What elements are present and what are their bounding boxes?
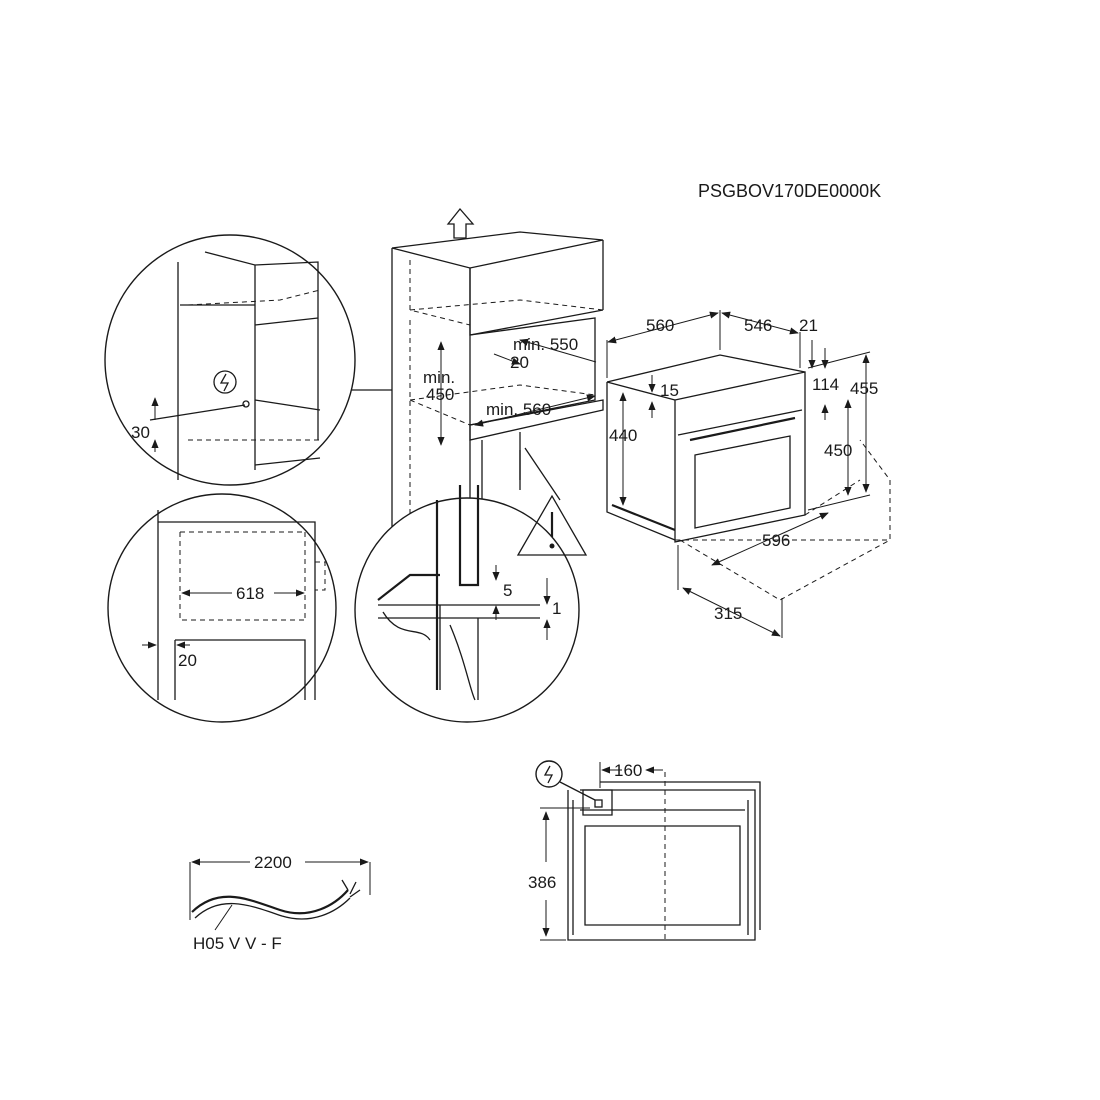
oven-door-gap-label: 15 xyxy=(660,381,679,400)
cabinet-width-label: 618 xyxy=(236,584,264,603)
callout-warning xyxy=(519,447,561,501)
lightning-icon xyxy=(219,373,230,392)
rear-electric-socket-icon xyxy=(535,760,563,788)
oven-width-label: 596 xyxy=(762,531,790,550)
cabinet-drawing: min. 450 min. 550 20 min. 560 xyxy=(391,231,604,530)
cabinet-offset-label: 20 xyxy=(178,651,197,670)
socket-height-label: 30 xyxy=(131,423,150,442)
detail-warning-circle: 5 1 xyxy=(354,485,588,723)
oven-depth-body-label: 546 xyxy=(744,316,772,335)
warning-offset-label: 1 xyxy=(552,599,561,618)
rear-lightning-icon xyxy=(543,765,554,784)
oven-body-height-label: 440 xyxy=(609,426,637,445)
detail-cabinet-circle: 618 20 xyxy=(107,493,337,723)
oven-drawing: 560 546 21 114 455 450 440 15 596 315 xyxy=(606,310,891,638)
rear-view-drawing: 160 386 xyxy=(528,760,761,941)
detail-socket-circle: 30 xyxy=(104,234,356,486)
warning-triangle-icon xyxy=(516,494,588,556)
oven-front-thickness-label: 21 xyxy=(799,316,818,335)
oven-depth-label: 560 xyxy=(646,316,674,335)
cable-length-label: 2200 xyxy=(254,853,292,872)
cable-type-label: H05 V V - F xyxy=(193,934,282,953)
rear-height-label: 386 xyxy=(528,873,556,892)
model-code: PSGBOV170DE0000K xyxy=(698,181,881,201)
oven-front-height-label: 455 xyxy=(850,379,878,398)
niche-gap-label: 20 xyxy=(510,353,529,372)
rear-socket-offset-label: 160 xyxy=(614,761,642,780)
up-arrow-icon xyxy=(446,207,475,239)
warning-gap-label: 5 xyxy=(503,581,512,600)
niche-depth-label: min. 550 xyxy=(513,335,578,354)
niche-height-label-2: 450 xyxy=(426,385,454,404)
oven-opening-depth-label: 315 xyxy=(714,604,742,623)
cable-drawing: 2200 H05 V V - F xyxy=(189,853,371,953)
electric-socket-icon xyxy=(213,370,237,394)
oven-door-height-label: 450 xyxy=(824,441,852,460)
oven-upper-offset-label: 114 xyxy=(812,375,839,394)
niche-width-label: min. 560 xyxy=(486,400,551,419)
niche-height-label-1: min. xyxy=(423,368,455,387)
